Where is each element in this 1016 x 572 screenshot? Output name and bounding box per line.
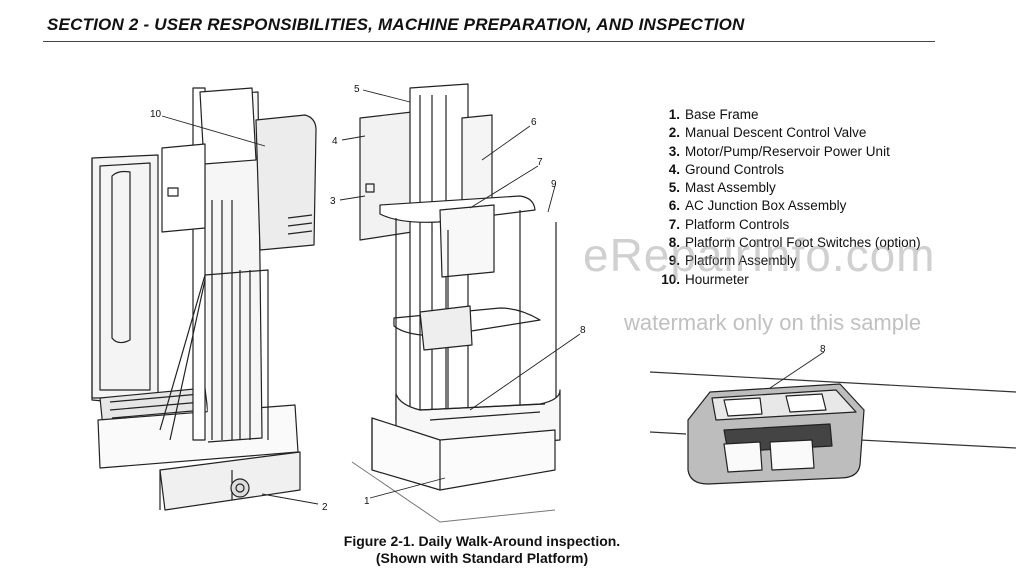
center-machine-drawing [351, 83, 561, 523]
legend-item: 9.Platform Assembly [668, 253, 797, 269]
callout-2: 2 [322, 502, 328, 513]
caption-line-1: Figure 2-1. Daily Walk-Around inspection… [343, 533, 621, 549]
foot-switch-detail-drawing [649, 371, 1016, 485]
watermark-site: eRepairInfo.com [583, 229, 936, 281]
callout-4: 4 [332, 136, 338, 147]
figure-caption: Figure 2-1. Daily Walk-Around inspection… [300, 533, 664, 567]
legend-item: 7.Platform Controls [668, 216, 790, 232]
legend-item: 8.Platform Control Foot Switches (option… [668, 235, 921, 251]
callout-9: 9 [551, 179, 557, 190]
legend-item: 10.Hourmeter [661, 271, 749, 287]
caption-line-2: (Shown with Standard Platform) [375, 550, 589, 566]
legend-item: 1.Base Frame [668, 107, 759, 122]
left-machine-drawing [91, 87, 317, 511]
legend-item: 4.Ground Controls [668, 161, 785, 177]
section-title: SECTION 2 - USER RESPONSIBILITIES, MACHI… [47, 15, 745, 34]
legend-item: 3.Motor/Pump/Reservoir Power Unit [668, 143, 890, 159]
callout-6: 6 [531, 117, 537, 128]
legend-item: 5.Mast Assembly [668, 180, 776, 196]
component-legend: 1.Base Frame 2.Manual Descent Control Va… [660, 106, 921, 289]
header-divider [43, 41, 935, 42]
callout-5: 5 [354, 84, 360, 95]
callout-8-detail: 8 [820, 344, 826, 355]
legend-item: 6.AC Junction Box Assembly [668, 198, 847, 214]
callout-8-platform: 8 [580, 325, 586, 336]
callout-7: 7 [537, 157, 543, 168]
callout-10: 10 [150, 109, 162, 120]
legend-item: 2.Manual Descent Control Valve [668, 125, 867, 141]
callout-1: 1 [364, 496, 370, 507]
callout-leaders [161, 89, 825, 505]
callout-3: 3 [330, 196, 336, 207]
watermark-note: watermark only on this sample [624, 310, 922, 335]
